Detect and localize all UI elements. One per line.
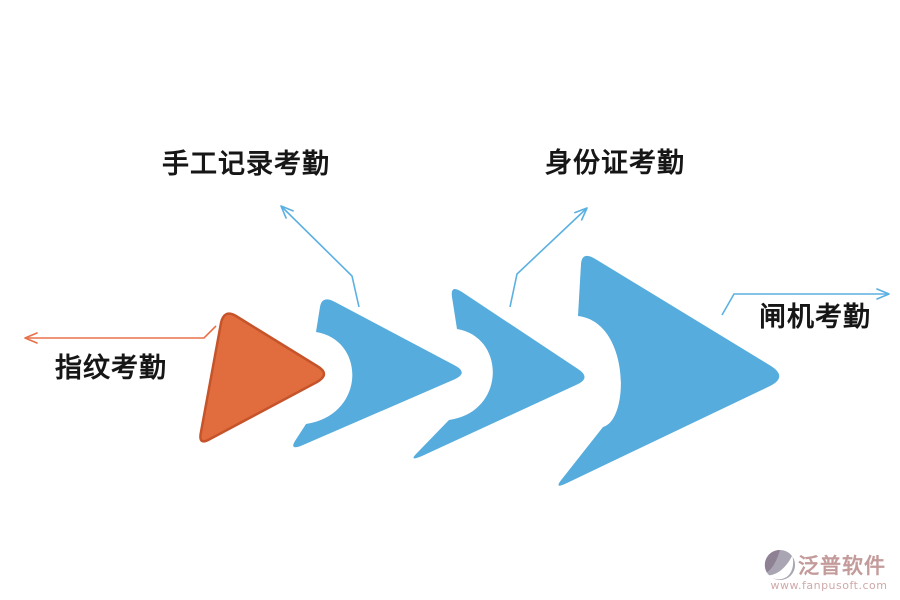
watermark-brand-text: 泛普软件 — [798, 554, 886, 578]
shape-step-fingerprint — [199, 312, 326, 443]
connector-idcard — [509, 207, 588, 308]
logo-wedge — [764, 549, 780, 573]
connector-manual — [280, 205, 360, 308]
fanpu-logo-icon — [764, 549, 796, 581]
shape-step-idcard — [413, 288, 585, 459]
label-fingerprint-attendance: 指纹考勤 — [55, 353, 167, 384]
watermark: 泛普软件 www.fanpusoft.com — [764, 549, 894, 592]
label-manual-attendance: 手工记录考勤 — [162, 149, 330, 180]
logo-swoosh — [767, 555, 794, 580]
connector-gate — [721, 288, 890, 316]
connector-fingerprint — [24, 325, 217, 344]
label-idcard-attendance: 身份证考勤 — [545, 148, 685, 179]
shape-step-gate — [558, 255, 780, 486]
watermark-url-text: www.fanpusoft.com — [770, 579, 888, 592]
label-gate-attendance: 闸机考勤 — [759, 302, 871, 333]
shape-step-manual — [293, 299, 462, 448]
